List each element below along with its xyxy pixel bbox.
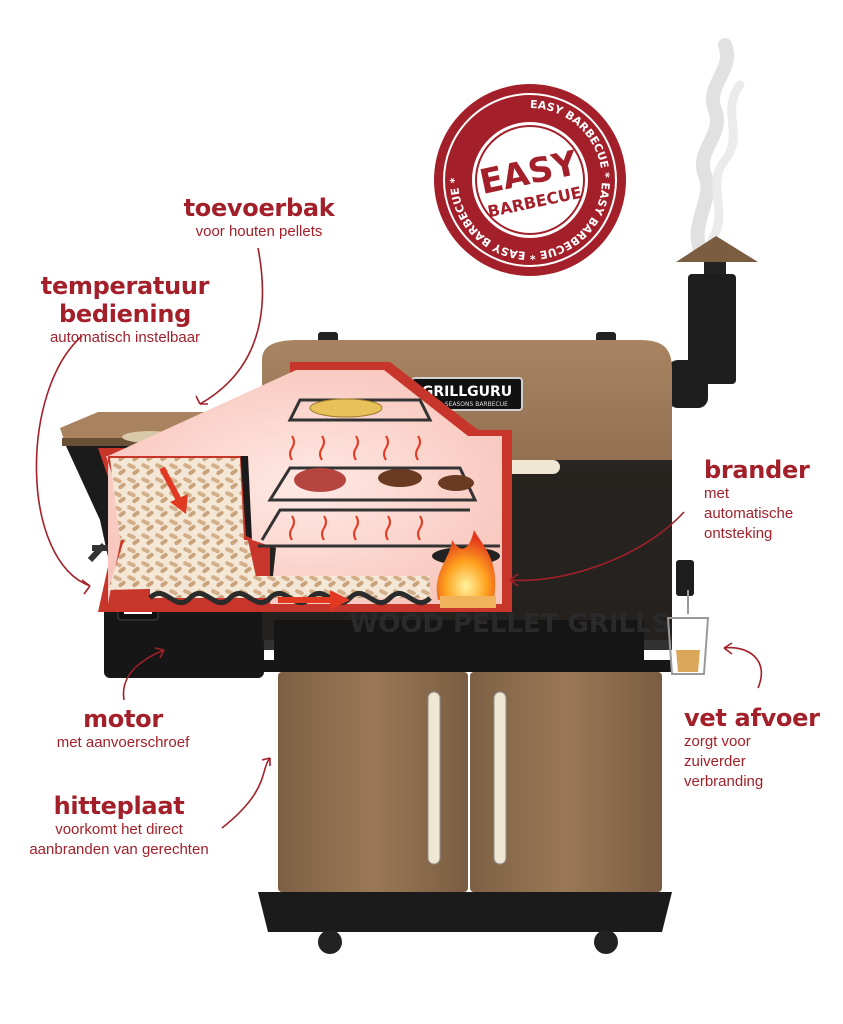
label-toevoerbak: toevoerbak voor houten pellets (174, 194, 344, 242)
motor-title: motor (83, 705, 163, 733)
easy-barbecue-badge: EASY BARBECUE * EASY BARBECUE * EASY BAR… (434, 84, 626, 276)
grease-bucket (666, 590, 710, 675)
brander-sub-1: met (704, 485, 730, 502)
temperatuur-sub: automatisch instelbaar (49, 329, 201, 346)
label-brander: brander met automatische ontsteking (704, 456, 834, 544)
cabinet (258, 660, 672, 954)
chimney (668, 236, 758, 408)
label-vet-afvoer: vet afvoer zorgt voor zuiverder verbrand… (684, 704, 834, 792)
brander-sub-3: ontsteking (704, 525, 773, 542)
hitteplaat-sub-1: voorkomt het direct (55, 821, 183, 838)
leader-lines (35, 247, 763, 829)
motor-sub: met aanvoerschroef (56, 734, 190, 751)
brander-title: brander (704, 456, 810, 484)
vet-sub-2: zuiverder (684, 753, 746, 770)
smoke (690, 38, 745, 257)
hitteplaat-sub-2: aanbranden van gerechten (29, 841, 209, 858)
brand-logo: GRILLGURU (422, 384, 512, 400)
temperatuur-title-1: temperatuur (40, 272, 210, 300)
label-temperatuur: temperatuur bediening automatisch instel… (30, 272, 220, 348)
label-hitteplaat: hitteplaat voorkomt het direct aanbrande… (4, 792, 234, 860)
label-motor: motor met aanvoerschroef (38, 705, 208, 753)
brand-logo-sub: FOUR SEASONS BARBECUE (426, 401, 508, 408)
cutaway (98, 362, 512, 612)
brander-sub-2: automatische (704, 505, 794, 522)
vet-sub-1: zorgt voor (684, 733, 751, 750)
temperatuur-title-2: bediening (58, 300, 192, 328)
panel-text: WOOD PELLET GRILLS (350, 609, 671, 639)
toevoerbak-sub: voor houten pellets (195, 223, 323, 240)
hitteplaat-title: hitteplaat (53, 792, 185, 820)
vet-sub-3: verbranding (684, 773, 764, 790)
vet-title: vet afvoer (684, 704, 820, 732)
toevoerbak-title: toevoerbak (183, 194, 335, 222)
